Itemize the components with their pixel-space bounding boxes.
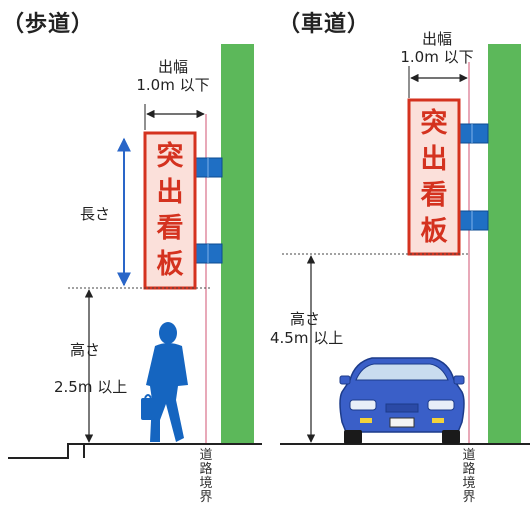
right-width-label-line1: 出幅	[421, 30, 452, 48]
left-length-label: 長さ	[80, 205, 111, 223]
left-sign-text: 突 出 看 板	[142, 139, 198, 283]
left-height-label-line1: 高さ	[70, 341, 101, 359]
left-boundary-char: 道	[199, 448, 213, 463]
car-icon	[339, 357, 465, 444]
left-boundary-char: 境	[199, 476, 213, 491]
right-boundary-char: 界	[462, 490, 476, 505]
left-width-label: 出幅 1.0m 以下	[118, 58, 228, 94]
left-sign-char: 突	[156, 141, 184, 172]
left-building-wall	[221, 44, 254, 444]
left-width-label-line1: 出幅	[157, 58, 188, 76]
left-width-label-line2: 1.0m 以下	[136, 76, 210, 94]
left-road-boundary-label: 道 路 境 界	[199, 449, 213, 505]
right-panel-title: （車道）	[278, 12, 371, 37]
pedestrian-icon	[141, 322, 188, 442]
right-height-label-line2: 4.5m 以上	[270, 329, 344, 347]
right-sign-text: 突 出 看 板	[406, 106, 462, 250]
left-panel-title: （歩道）	[2, 12, 95, 37]
right-building-wall	[488, 44, 521, 444]
right-boundary-char: 道	[462, 448, 476, 463]
right-sign-char: 看	[420, 180, 448, 211]
left-projecting-sign	[143, 131, 197, 290]
right-road-boundary-label: 道 路 境 界	[462, 449, 476, 505]
left-height-label-line2: 2.5m 以上	[54, 378, 128, 396]
right-boundary-char: 境	[462, 476, 476, 491]
right-height-label-line1: 高さ	[290, 310, 321, 328]
left-boundary-char: 界	[199, 490, 213, 505]
left-sign-char: 出	[156, 177, 184, 208]
left-sign-char: 看	[156, 213, 184, 244]
right-width-label: 出幅 1.0m 以下	[382, 30, 492, 66]
left-boundary-char: 路	[199, 462, 213, 477]
right-boundary-char: 路	[462, 462, 476, 477]
left-ground-line	[8, 443, 262, 459]
right-sign-char: 出	[420, 144, 448, 175]
left-sign-char: 板	[156, 249, 184, 280]
right-sign-char: 板	[420, 216, 448, 247]
right-width-label-line2: 1.0m 以下	[400, 48, 474, 66]
right-sign-char: 突	[420, 108, 448, 139]
